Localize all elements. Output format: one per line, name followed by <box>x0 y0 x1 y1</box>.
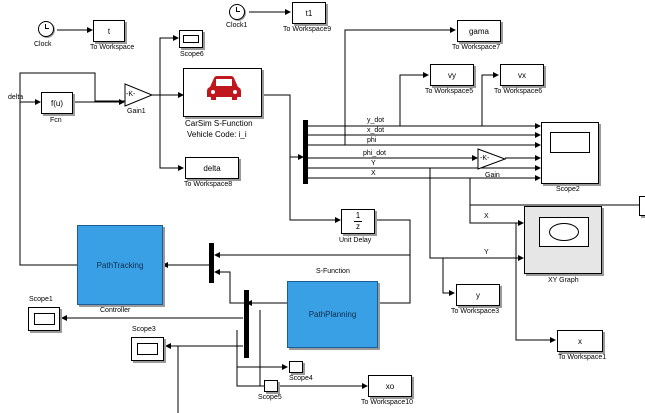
to-workspace-t-value: t <box>107 26 111 36</box>
scope2-block[interactable] <box>541 122 599 184</box>
pathplanning-demux[interactable] <box>244 290 249 358</box>
pathplanning-sfunction[interactable]: PathPlanning <box>287 281 378 348</box>
controller-subsystem[interactable]: PathTracking <box>77 225 163 305</box>
gain-label: Gain <box>485 172 500 179</box>
signal-x-dot-label: x_dot <box>367 127 385 134</box>
signal-Y-label: Y <box>371 160 376 167</box>
scope6-block[interactable] <box>179 30 203 48</box>
to-workspace5-value: vy <box>448 70 456 80</box>
scope3-screen <box>136 342 159 356</box>
clock1-label: Clock1 <box>226 22 248 29</box>
unit-delay-label: Unit Delay <box>339 237 372 244</box>
signal-phi-label: phi <box>367 137 377 144</box>
scope4-block[interactable] <box>289 361 303 373</box>
scope6-label: Scope6 <box>180 51 204 58</box>
xy-graph-ellipse <box>549 223 579 241</box>
signal-phi-dot-label: phi_dot <box>363 150 386 157</box>
controller-mux[interactable] <box>209 243 214 283</box>
xy-graph-block[interactable] <box>524 206 602 274</box>
to-workspace3-label: To Workspace3 <box>451 308 500 315</box>
carsim-title: CarSim S-Function <box>185 119 253 128</box>
to-workspace6-value: vx <box>518 70 526 80</box>
to-workspace10-label: To Workspace10 <box>361 399 414 406</box>
carsim-vehicle-code: Vehicle Code: i_i <box>187 130 247 139</box>
scope3-block[interactable] <box>131 337 164 361</box>
clock-label: Clock <box>34 41 52 48</box>
to-workspace7-label: To Workspace7 <box>452 44 501 51</box>
to-workspace-t-label: To Workspace <box>90 44 135 51</box>
fcn-block[interactable]: f(u) <box>41 92 73 114</box>
to-workspace10-value: xo <box>385 381 395 391</box>
gain1-value: -K- <box>126 91 136 98</box>
clock1-icon[interactable] <box>229 4 245 20</box>
clock-icon[interactable] <box>38 21 54 37</box>
offscreen-block[interactable] <box>639 196 645 216</box>
to-workspace7-block[interactable]: gama <box>457 20 501 42</box>
unit-delay-numerator: 1 <box>355 211 361 220</box>
scope1-block[interactable] <box>28 307 60 331</box>
controller-value: PathTracking <box>96 260 144 270</box>
to-workspace9-label: To Workspace9 <box>283 26 332 33</box>
to-workspace6-block[interactable]: vx <box>500 64 544 86</box>
scope1-label: Scope1 <box>29 296 53 303</box>
to-workspace1-block[interactable]: x <box>557 330 603 352</box>
to-workspace5-label: To Workspace5 <box>425 88 474 95</box>
scope5-block[interactable] <box>264 380 278 392</box>
to-workspace9-block[interactable]: t1 <box>292 2 326 24</box>
signal-Y2-label: Y <box>484 249 489 256</box>
carsim-sfunction-block[interactable] <box>183 68 262 117</box>
to-workspace1-value: x <box>578 336 582 346</box>
gain-block[interactable] <box>477 148 507 170</box>
gain1-block[interactable] <box>124 83 154 107</box>
to-workspace3-block[interactable]: y <box>456 284 500 306</box>
to-workspace7-value: gama <box>468 26 489 36</box>
controller-label: Controller <box>100 307 131 314</box>
to-workspace8-block[interactable]: delta <box>185 157 239 179</box>
scope5-label: Scope5 <box>258 394 282 401</box>
scope2-screen <box>550 131 590 153</box>
to-workspace6-label: To Workspace6 <box>494 88 543 95</box>
carsim-demux[interactable] <box>303 120 308 184</box>
signal-y-dot-label: y_dot <box>367 117 385 124</box>
scope4-label: Scope4 <box>289 375 313 382</box>
xy-graph-label: XY Graph <box>548 277 579 284</box>
unit-delay-denominator: z <box>356 222 360 231</box>
sfunction-label: S-Function <box>316 268 350 275</box>
to-workspace-t-block[interactable]: t <box>93 20 125 42</box>
signal-delta-label: delta <box>8 94 24 101</box>
scope1-screen <box>33 312 55 326</box>
to-workspace9-value: t1 <box>305 8 313 18</box>
to-workspace3-value: y <box>476 290 480 300</box>
scope2-label: Scope2 <box>556 186 580 193</box>
scope6-screen <box>183 34 199 44</box>
scope3-label: Scope3 <box>132 326 156 333</box>
signal-X-label: X <box>371 170 376 177</box>
to-workspace10-block[interactable]: xo <box>368 375 412 397</box>
pathplanning-value: PathPlanning <box>308 310 357 319</box>
xy-graph-screen <box>539 217 589 247</box>
to-workspace8-label: To Workspace8 <box>184 181 233 188</box>
car-icon <box>207 76 241 100</box>
fcn-label: Fcn <box>50 117 62 124</box>
gain-value: -K- <box>480 155 490 162</box>
to-workspace8-value: delta <box>203 163 221 173</box>
to-workspace1-label: To Workspace1 <box>558 354 607 361</box>
to-workspace5-block[interactable]: vy <box>430 64 474 86</box>
fcn-value: f(u) <box>51 98 63 108</box>
signal-X2-label: X <box>484 213 489 220</box>
gain1-label: Gain1 <box>127 108 146 115</box>
